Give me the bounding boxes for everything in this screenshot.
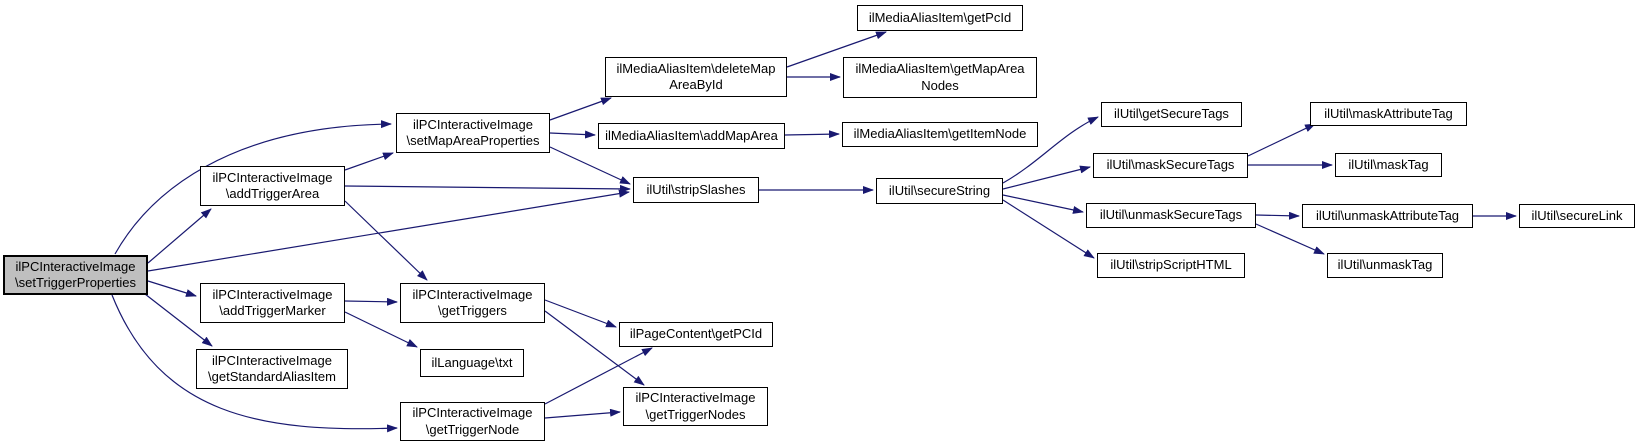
node-get-trigger-nodes[interactable]: ilPCInteractiveImage \getTriggerNodes bbox=[623, 387, 768, 426]
node-set-trigger-properties[interactable]: ilPCInteractiveImage \setTriggerProperti… bbox=[3, 255, 148, 295]
node-get-standard-alias-item[interactable]: ilPCInteractiveImage \getStandardAliasIt… bbox=[196, 349, 348, 389]
edge-delete-map-area-by-id-to-get-pc-id bbox=[786, 31, 887, 68]
node-add-trigger-marker[interactable]: ilPCInteractiveImage \addTriggerMarker bbox=[200, 283, 345, 323]
edge-add-trigger-marker-to-language-txt bbox=[344, 311, 418, 348]
node-get-map-area-nodes[interactable]: ilMediaAliasItem\getMapArea Nodes bbox=[843, 57, 1037, 98]
edge-add-trigger-marker-to-get-triggers bbox=[344, 297, 398, 306]
node-get-item-node[interactable]: ilMediaAliasItem\getItemNode bbox=[842, 122, 1038, 147]
node-set-map-area-properties[interactable]: ilPCInteractiveImage \setMapAreaProperti… bbox=[396, 113, 550, 153]
node-unmask-secure-tags[interactable]: ilUtil\unmaskSecureTags bbox=[1086, 203, 1256, 228]
edge-set-trigger-properties-to-strip-slashes bbox=[147, 189, 630, 272]
node-get-pc-id[interactable]: ilMediaAliasItem\getPcId bbox=[857, 5, 1023, 31]
edge-set-map-area-properties-to-delete-map-area-by-id bbox=[549, 97, 612, 121]
node-unmask-attribute-tag[interactable]: ilUtil\unmaskAttributeTag bbox=[1302, 204, 1473, 228]
edge-set-map-area-properties-to-add-map-area bbox=[549, 130, 596, 139]
edge-secure-string-to-unmask-secure-tags bbox=[1002, 194, 1084, 214]
node-get-secure-tags[interactable]: ilUtil\getSecureTags bbox=[1101, 102, 1242, 127]
node-get-trigger-node[interactable]: ilPCInteractiveImage \getTriggerNode bbox=[400, 402, 545, 441]
edge-set-trigger-properties-to-add-trigger-marker bbox=[147, 280, 197, 297]
edge-get-trigger-node-to-get-trigger-nodes bbox=[544, 408, 621, 419]
node-strip-slashes[interactable]: ilUtil\stripSlashes bbox=[633, 177, 759, 203]
node-get-triggers[interactable]: ilPCInteractiveImage \getTriggers bbox=[400, 283, 545, 323]
node-unmask-tag[interactable]: ilUtil\unmaskTag bbox=[1327, 253, 1443, 278]
edge-set-trigger-properties-to-get-standard-alias-item bbox=[144, 293, 213, 347]
edge-set-trigger-properties-to-get-trigger-node bbox=[111, 294, 398, 433]
edge-unmask-secure-tags-to-unmask-attribute-tag bbox=[1255, 211, 1300, 220]
edge-mask-secure-tags-to-mask-attribute-tag bbox=[1247, 123, 1316, 157]
edge-get-trigger-node-to-get-pcid bbox=[544, 347, 653, 405]
edge-add-trigger-area-to-set-map-area-properties bbox=[344, 152, 394, 171]
node-mask-secure-tags[interactable]: ilUtil\maskSecureTags bbox=[1093, 153, 1248, 178]
edge-get-triggers-to-get-trigger-nodes bbox=[544, 310, 645, 386]
edge-set-trigger-properties-to-add-trigger-area bbox=[147, 208, 212, 264]
node-mask-tag[interactable]: ilUtil\maskTag bbox=[1335, 153, 1442, 177]
edge-set-map-area-properties-to-strip-slashes bbox=[549, 146, 631, 185]
edge-secure-string-to-mask-secure-tags bbox=[1002, 165, 1091, 190]
edge-secure-string-to-get-secure-tags bbox=[1002, 116, 1099, 184]
node-add-trigger-area[interactable]: ilPCInteractiveImage \addTriggerArea bbox=[200, 166, 345, 206]
edge-add-trigger-area-to-strip-slashes bbox=[344, 184, 631, 193]
edge-add-trigger-area-to-get-triggers bbox=[344, 200, 428, 281]
node-delete-map-area-by-id[interactable]: ilMediaAliasItem\deleteMap AreaById bbox=[605, 57, 787, 97]
node-secure-string[interactable]: ilUtil\secureString bbox=[876, 178, 1003, 204]
node-mask-attribute-tag[interactable]: ilUtil\maskAttributeTag bbox=[1310, 102, 1467, 126]
node-get-pcid[interactable]: ilPageContent\getPCId bbox=[619, 322, 773, 347]
node-add-map-area[interactable]: ilMediaAliasItem\addMapArea bbox=[598, 123, 785, 149]
node-secure-link[interactable]: ilUtil\secureLink bbox=[1519, 204, 1635, 228]
edge-secure-string-to-strip-script-html bbox=[1002, 199, 1095, 259]
edge-add-map-area-to-get-item-node bbox=[784, 130, 840, 139]
node-language-txt[interactable]: ilLanguage\txt bbox=[420, 349, 524, 377]
node-strip-script-html[interactable]: ilUtil\stripScriptHTML bbox=[1097, 253, 1245, 278]
edge-get-triggers-to-get-pcid bbox=[544, 299, 617, 328]
edge-unmask-secure-tags-to-unmask-tag bbox=[1255, 223, 1325, 255]
